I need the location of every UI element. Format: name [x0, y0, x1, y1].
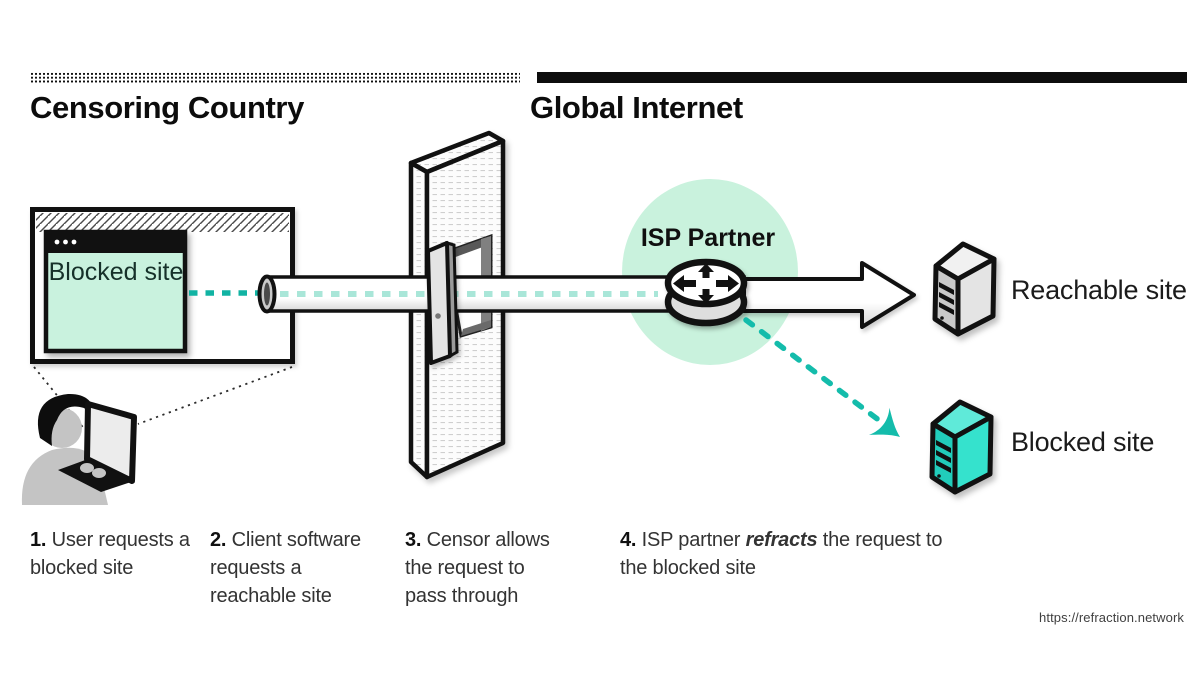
censoring-country-title: Censoring Country — [30, 90, 304, 125]
caption-step-3: 3. Censor allows the request to pass thr… — [405, 526, 569, 610]
caption-step-2-text: Client software requests a reachable sit… — [210, 529, 361, 607]
blocked-site-label: Blocked site — [1011, 427, 1155, 457]
reachable-server-icon — [932, 241, 997, 337]
caption-step-2-number: 2. — [210, 529, 227, 551]
caption-step-4: 4. ISP partner refracts the request to t… — [620, 526, 944, 582]
caption-step-1: 1. User requests a blocked site — [30, 526, 198, 582]
request-tube-icon — [257, 274, 746, 314]
caption-step-2: 2. Client software requests a reachable … — [210, 526, 388, 610]
arrow-right-icon — [742, 261, 916, 329]
open-door-icon — [426, 240, 459, 365]
caption-step-4-text-prefix: ISP partner — [641, 529, 746, 551]
caption-step-4-emphasis: refracts — [745, 529, 818, 551]
refract-dashed-arrow-icon — [743, 317, 900, 437]
router-icon — [664, 258, 748, 327]
browser-window-icon — [43, 229, 188, 354]
blocked-server-icon — [929, 399, 994, 495]
browser-blocked-site-label: Blocked site — [48, 258, 184, 286]
caption-step-4-text-suffix: the request to the blocked site — [620, 529, 943, 579]
caption-step-1-text: User requests a blocked site — [30, 529, 190, 579]
global-internet-solid-bar — [537, 72, 1187, 83]
footer-url: https://refraction.network — [1039, 610, 1184, 625]
caption-step-3-number: 3. — [405, 529, 422, 551]
global-internet-title: Global Internet — [530, 90, 743, 125]
caption-step-3-text: Censor allows the request to pass throug… — [405, 529, 550, 607]
caption-step-1-number: 1. — [30, 529, 47, 551]
isp-partner-label: ISP Partner — [640, 224, 776, 252]
reachable-site-label: Reachable site — [1011, 275, 1187, 305]
caption-step-4-number: 4. — [620, 529, 637, 551]
user-laptop-icon — [21, 393, 137, 505]
censoring-country-dotted-bar — [30, 72, 520, 83]
